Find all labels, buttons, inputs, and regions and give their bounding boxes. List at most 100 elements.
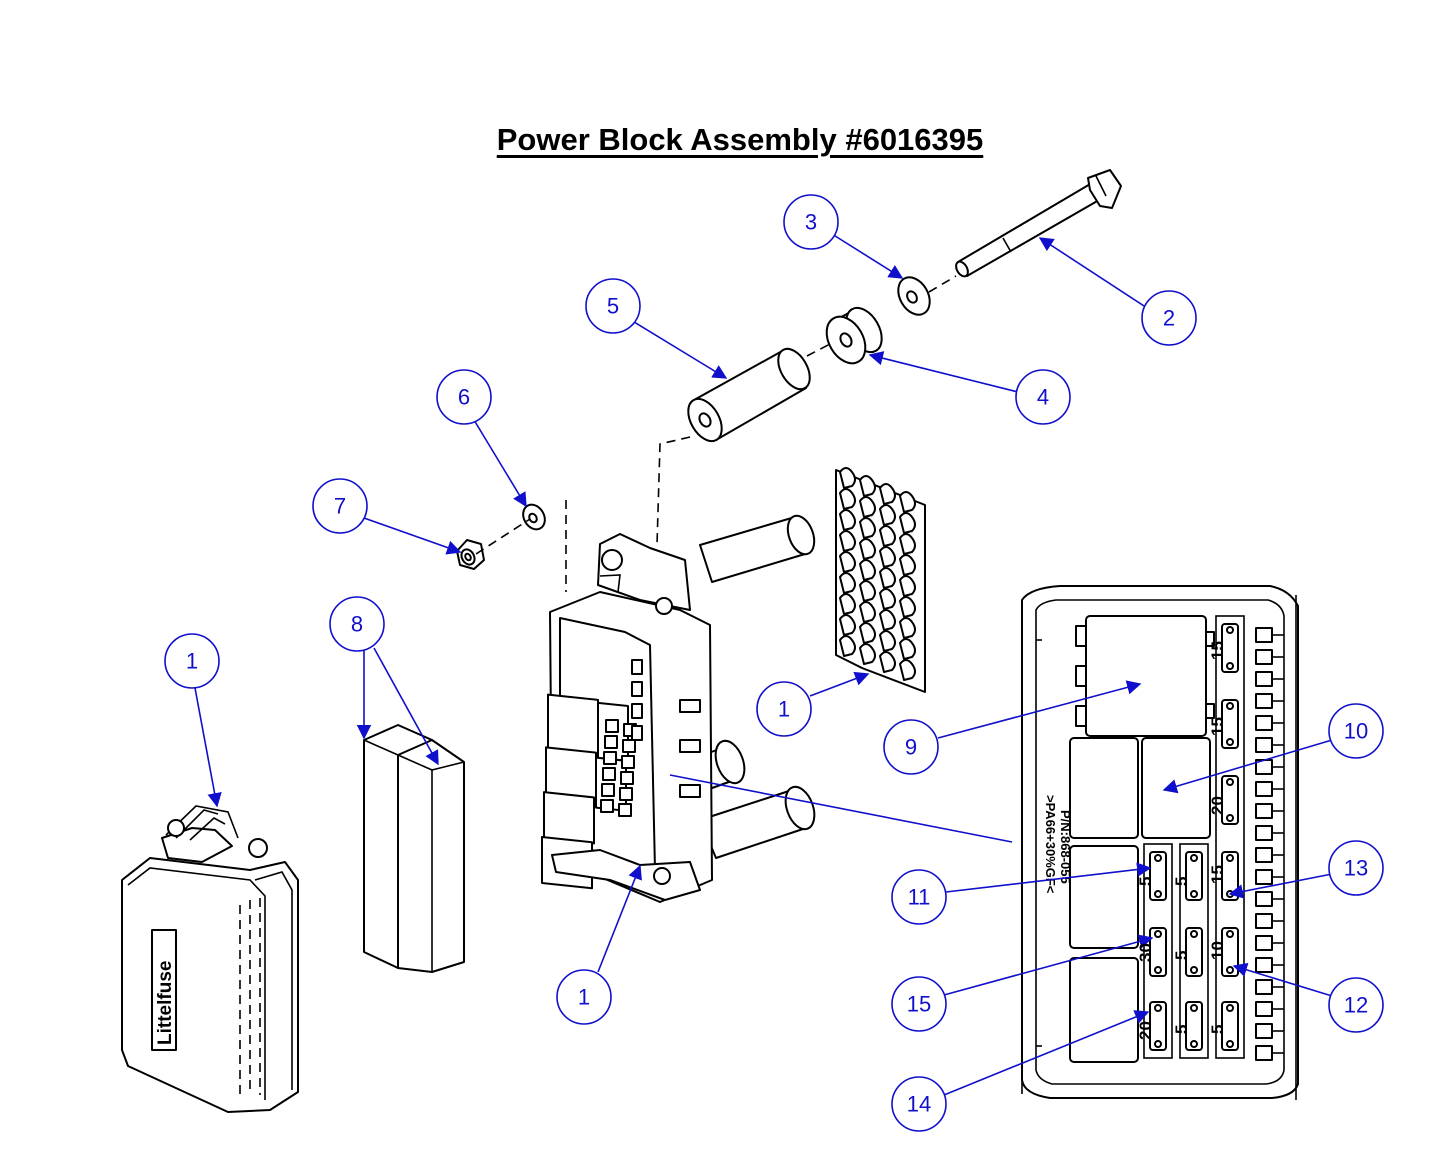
part-number-line-1: P/N:868-055 — [1058, 810, 1073, 884]
fuse-block-clip — [1255, 693, 1273, 709]
callout-label: 1 — [578, 985, 590, 1010]
terminal-clip — [839, 593, 856, 615]
fuse-rating-r1: 15 — [1208, 717, 1227, 736]
fuse-block-clip — [1255, 715, 1273, 731]
blade-fuse — [1185, 927, 1203, 977]
fuse-terminal — [1154, 1004, 1162, 1012]
fuse-block-clip — [1255, 781, 1273, 797]
fuse-terminal — [1226, 854, 1234, 862]
fuse-block-clip — [1255, 825, 1273, 841]
housing-fuse-slot — [621, 755, 635, 769]
fuse-ratings: 15 15 20 15 10 5 5 5 5 5 30 20 — [1136, 641, 1227, 1040]
fuse-block-clip — [1255, 649, 1273, 665]
fuse-block-clip — [1255, 979, 1273, 995]
cover: Littelfuse — [121, 805, 299, 1113]
blade-fuse — [1149, 927, 1167, 977]
fuse-block-clip — [1255, 869, 1273, 885]
terminal-clip — [859, 559, 876, 581]
callout-8: 8 — [329, 596, 385, 652]
callout-1-cover: 1 — [164, 633, 220, 689]
small-washer — [522, 503, 546, 531]
blade-fuse — [1185, 851, 1203, 901]
callout-label: 5 — [607, 294, 619, 319]
fuse-terminal — [1190, 854, 1198, 862]
grommet — [825, 306, 883, 365]
housing-fuse-slot — [631, 659, 643, 675]
terminal-clip — [879, 546, 896, 568]
callout-label: 7 — [334, 494, 346, 519]
fuse-block-clip — [1255, 803, 1273, 819]
fuse-terminal — [1226, 966, 1234, 974]
terminal-clip — [859, 601, 876, 623]
blade-fuse — [1221, 623, 1239, 673]
terminal-clip — [859, 643, 876, 665]
callout-label: 8 — [351, 612, 363, 637]
terminal-clip — [879, 588, 896, 610]
spacer — [687, 347, 811, 443]
bolt — [955, 169, 1122, 278]
terminal-strip — [835, 467, 926, 693]
terminal-clip — [839, 572, 856, 594]
assembly-line-washer — [475, 518, 531, 555]
terminal-clip — [899, 617, 916, 639]
terminal-clip — [899, 554, 916, 576]
terminal-clip — [879, 483, 896, 505]
callout-12: 12 — [1328, 977, 1384, 1033]
housing-fuse-slot — [631, 681, 643, 697]
fuse-rating-l2: 20 — [1136, 1021, 1155, 1040]
fuse-rating-l1: 30 — [1136, 943, 1155, 962]
housing-fuse-slot — [619, 787, 633, 801]
callout-label: 10 — [1344, 719, 1368, 744]
callout-6: 6 — [436, 369, 492, 425]
fuse-terminal — [1226, 702, 1234, 710]
callout-label: 13 — [1344, 856, 1368, 881]
fuse-terminal — [1190, 1004, 1198, 1012]
fuse-rating-r5: 5 — [1208, 1025, 1227, 1034]
callout-2: 2 — [1141, 290, 1197, 346]
callout-11: 11 — [891, 869, 947, 925]
washer — [897, 276, 931, 316]
terminal-clip — [879, 630, 896, 652]
callout-1-housing: 1 — [556, 969, 612, 1025]
terminal-clip — [859, 622, 876, 644]
blade-fuse — [1221, 699, 1239, 749]
housing-fuse-slot — [604, 735, 618, 749]
fuse-block-clip — [1255, 1023, 1273, 1039]
callout-label: 1 — [778, 697, 790, 722]
housing-fuse-slot — [631, 703, 643, 719]
callout-9: 9 — [883, 719, 939, 775]
terminal-clip — [839, 635, 856, 657]
assembly-line-grommet — [806, 343, 831, 357]
callout-1-terminal-strip: 1 — [756, 681, 812, 737]
housing-fuse-slot — [631, 725, 643, 741]
cover-logo: Littelfuse — [155, 961, 176, 1045]
blade-fuse — [1149, 1001, 1167, 1051]
terminal-clip — [839, 551, 856, 573]
terminal-clip — [859, 496, 876, 518]
fuse-terminal — [1154, 854, 1162, 862]
fuse-block-clip — [1255, 957, 1273, 973]
leader-lines — [194, 233, 1333, 1096]
fuse-rating-r4: 10 — [1208, 941, 1227, 960]
fuse-block-clip — [1255, 627, 1273, 643]
callout-label: 9 — [905, 735, 917, 760]
fuse-terminal — [1190, 1040, 1198, 1048]
fuse-terminal — [1226, 662, 1234, 670]
fuse-block-clip — [1255, 671, 1273, 687]
housing-fuse-slot — [622, 739, 636, 753]
terminal-clip — [879, 609, 896, 631]
terminal-clip — [899, 638, 916, 660]
callout-14: 14 — [891, 1076, 947, 1132]
fuse-rating-m2: 5 — [1172, 1025, 1191, 1034]
callout-10: 10 — [1328, 703, 1384, 759]
fuse-block-top-view: P/N:868-055 >PA66+30%GF< — [1021, 585, 1299, 1100]
callout-label: 6 — [458, 385, 470, 410]
fuse-terminal — [1190, 966, 1198, 974]
callout-label: 2 — [1163, 306, 1175, 331]
terminal-clip — [839, 509, 856, 531]
housing-fuse-slot — [620, 771, 634, 785]
callout-3: 3 — [783, 194, 839, 250]
housing-fuse-slot — [600, 799, 614, 813]
fuse-rating-r2: 20 — [1208, 796, 1227, 815]
terminal-clip — [859, 538, 876, 560]
